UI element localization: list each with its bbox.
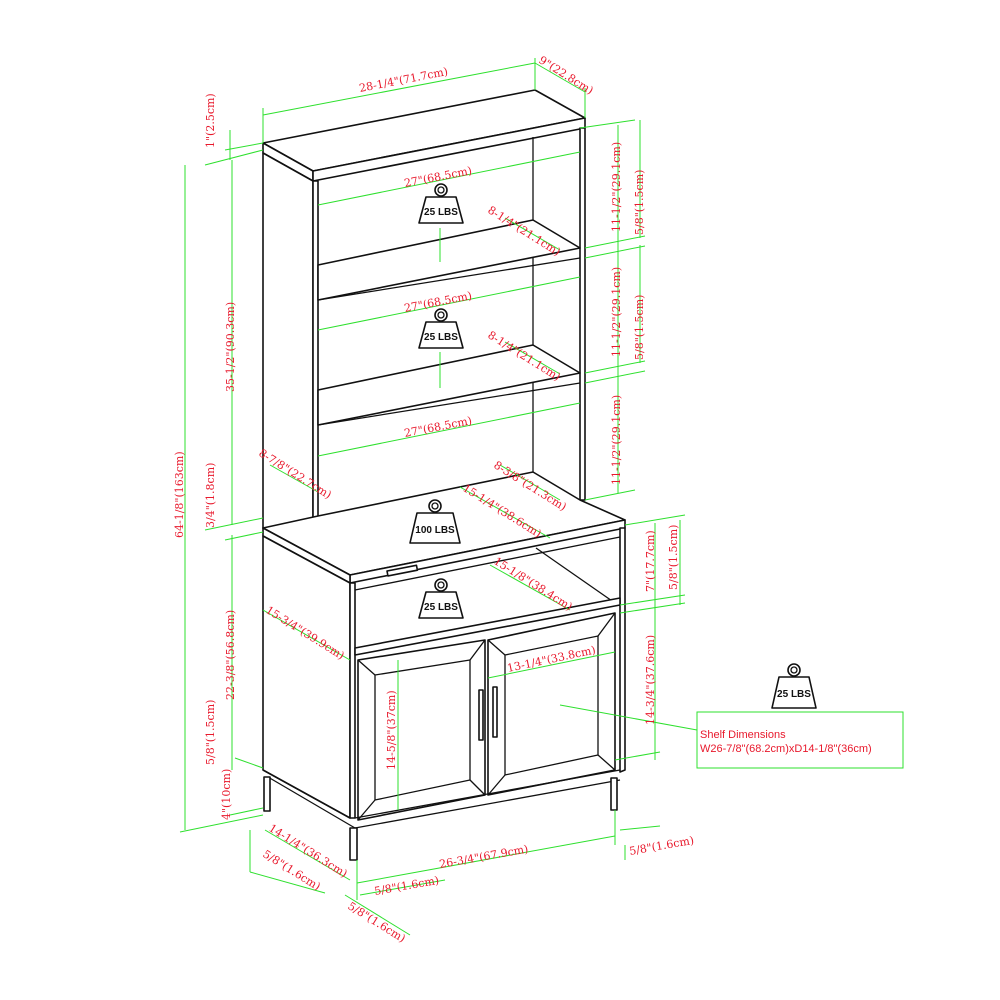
label-shelf3-width: 27"(68.5cm) xyxy=(403,414,473,440)
label-opening2-height: 11-1/2"(29.1cm) xyxy=(610,267,623,357)
label-door-height: 14-5/8"(37cm) xyxy=(385,690,398,770)
label-base-width: 26-3/4"(67.9cm) xyxy=(438,842,529,870)
left-handle xyxy=(478,689,484,741)
svg-text:25 LBS: 25 LBS xyxy=(424,207,458,218)
label-bottom-thickness: 5/8"(1.5cm) xyxy=(204,700,217,765)
label-opening1-height: 11-1/2"(29.1cm) xyxy=(610,142,623,232)
label-leg-front-depth: 5/8"(1.6cm) xyxy=(345,900,407,946)
weight-icon-shelf2: 25 LBS xyxy=(418,308,464,349)
shelf-dimensions-callout: Shelf Dimensions W26-7/8"(68.2cm)xD14-1/… xyxy=(696,711,904,769)
label-leg-height: 4"(10cm) xyxy=(220,769,233,820)
dimension-lines xyxy=(179,58,698,936)
right-door xyxy=(487,612,616,796)
svg-text:25 LBS: 25 LBS xyxy=(424,602,458,613)
label-hutch-height: 35-1/2"(90.3cm) xyxy=(224,302,237,392)
svg-text:100 LBS: 100 LBS xyxy=(415,525,455,536)
label-shelf1-thickness: 5/8"(1.5cm) xyxy=(633,170,646,235)
weight-icon-shelf1: 25 LBS xyxy=(418,183,464,224)
label-cabinet-height: 22-3/8"(56.8cm) xyxy=(224,610,237,700)
leg-back-left xyxy=(263,776,271,812)
svg-text:25 LBS: 25 LBS xyxy=(424,332,458,343)
label-leg-front: 5/8"(1.6cm) xyxy=(373,874,440,898)
label-cubby-shelf-thickness: 5/8"(1.5cm) xyxy=(667,525,680,590)
hutch-left-side xyxy=(262,152,314,557)
shelf-1 xyxy=(317,219,581,301)
label-base-depth: 14-1/4"(36.3cm) xyxy=(266,822,349,881)
leg-front-right xyxy=(610,777,618,811)
cabinet-left-side xyxy=(262,535,351,819)
label-counter-thickness: 3/4"(1.8cm) xyxy=(204,463,217,528)
label-total-height: 64-1/8"(163cm) xyxy=(173,451,186,538)
label-cubby-height: 7"(17.7cm) xyxy=(644,530,657,592)
shelf-dimensions-title: Shelf Dimensions xyxy=(700,729,786,741)
label-shelf2-thickness: 5/8"(1.5cm) xyxy=(633,295,646,360)
svg-text:25 LBS: 25 LBS xyxy=(777,689,811,700)
right-handle xyxy=(492,686,498,738)
label-cabinet-inner-height: 14-3/4"(37.6cm) xyxy=(644,635,657,725)
cable-slot xyxy=(386,564,419,577)
weight-icon-cubby: 25 LBS xyxy=(418,578,464,619)
label-overall-depth: 9"(22.8cm) xyxy=(536,54,595,98)
shelf-2 xyxy=(317,344,581,426)
label-cubby-depth: 15-1/8"(38.4cm) xyxy=(491,555,574,614)
cabinet-right-front xyxy=(619,527,626,773)
leg-front-left xyxy=(349,827,358,861)
label-leg-right: 5/8"(1.6cm) xyxy=(628,834,695,858)
label-overall-width: 28-1/4"(71.7cm) xyxy=(358,65,449,95)
hutch-left-front xyxy=(312,180,319,557)
cabinet-left-front xyxy=(349,582,356,819)
weight-icon-counter: 100 LBS xyxy=(409,499,461,544)
hutch-right-front xyxy=(579,127,586,501)
label-opening3-height: 11-1/2"(29.1cm) xyxy=(610,395,623,485)
shelf-dimensions-value: W26-7/8"(68.2cm)xD14-1/8"(36cm) xyxy=(700,743,872,755)
weight-icon-cabinet-shelf: 25 LBS xyxy=(771,663,817,709)
label-top-thickness: 1"(2.5cm) xyxy=(204,93,217,148)
